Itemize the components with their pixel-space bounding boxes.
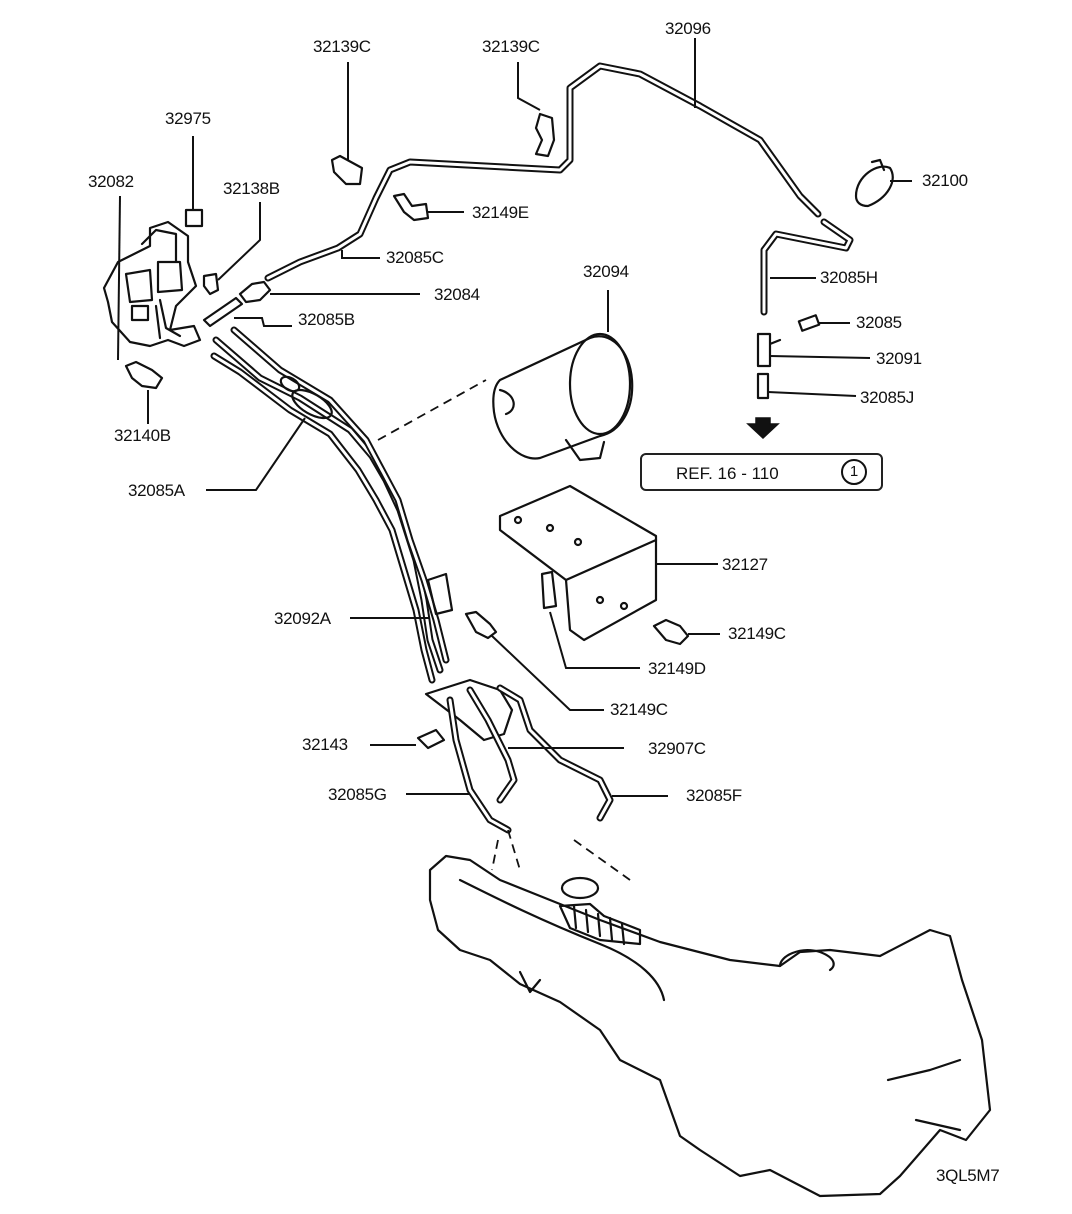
- label-32907c: 32907C: [648, 739, 706, 758]
- clip-32091: [756, 332, 782, 368]
- label-32149c-right: 32149C: [728, 624, 786, 643]
- label-32143: 32143: [302, 735, 348, 754]
- label-32975: 32975: [165, 109, 211, 128]
- label-32085b: 32085B: [298, 310, 355, 329]
- bracket-32127: [498, 484, 658, 642]
- leader-lines: [117, 38, 912, 797]
- clip-32139c-left: [330, 154, 364, 186]
- pipe-bundle-32085a: [210, 326, 450, 684]
- label-32149e: 32149E: [472, 203, 529, 222]
- label-32094: 32094: [583, 262, 629, 281]
- bolt-32149e: [392, 192, 430, 222]
- bracket-32138b: [202, 272, 220, 296]
- canister-32094: [377, 332, 634, 462]
- label-32149d: 32149D: [648, 659, 706, 678]
- label-32100: 32100: [922, 171, 968, 190]
- label-32149c-lower: 32149C: [610, 700, 668, 719]
- bolt-32149c-right: [652, 618, 690, 646]
- label-32140b: 32140B: [114, 426, 171, 445]
- label-32085h: 32085H: [820, 268, 878, 287]
- label-32084: 32084: [434, 285, 480, 304]
- tube-32085j: [756, 372, 770, 400]
- lower-pipes: [424, 678, 631, 881]
- label-32085a: 32085A: [128, 481, 185, 500]
- label-32082: 32082: [88, 172, 134, 191]
- reference-box: REF. 16 - 110 1: [640, 453, 883, 491]
- part-32975: [184, 208, 204, 228]
- label-32096: 32096: [665, 19, 711, 38]
- label-32085: 32085: [856, 313, 902, 332]
- clip-32139c-right: [534, 112, 556, 158]
- label-32138b: 32138B: [223, 179, 280, 198]
- hose-32084: [238, 280, 272, 304]
- drawing-code: 3QL5M7: [936, 1166, 1000, 1185]
- label-32092a: 32092A: [274, 609, 331, 628]
- reference-text: REF. 16 - 110: [676, 464, 779, 483]
- label-32085g: 32085G: [328, 785, 387, 804]
- label-32085j: 32085J: [860, 388, 914, 407]
- label-32085c: 32085C: [386, 248, 444, 267]
- label-32091: 32091: [876, 349, 922, 368]
- bolt-32140b: [124, 360, 164, 390]
- label-32085f: 32085F: [686, 786, 742, 805]
- label-32127: 32127: [722, 555, 768, 574]
- hose-32085b: [202, 296, 244, 328]
- bolt-32149c-lower: [464, 610, 498, 640]
- tube-32085: [797, 314, 821, 332]
- label-32139c-right: 32139C: [482, 37, 540, 56]
- pipe-32085h: [760, 218, 854, 316]
- bolt-32143: [416, 728, 446, 750]
- solenoid-valve-32082: [102, 220, 202, 348]
- clamp-32092a: [426, 572, 454, 616]
- pipe-32096: [264, 62, 822, 282]
- clip-32100: [854, 158, 894, 208]
- ref-arrow-icon: [746, 417, 780, 440]
- transmission-housing: [428, 854, 992, 1198]
- label-32139c-left: 32139C: [313, 37, 371, 56]
- reference-number: 1: [841, 459, 867, 485]
- bolt-32149d: [540, 570, 558, 610]
